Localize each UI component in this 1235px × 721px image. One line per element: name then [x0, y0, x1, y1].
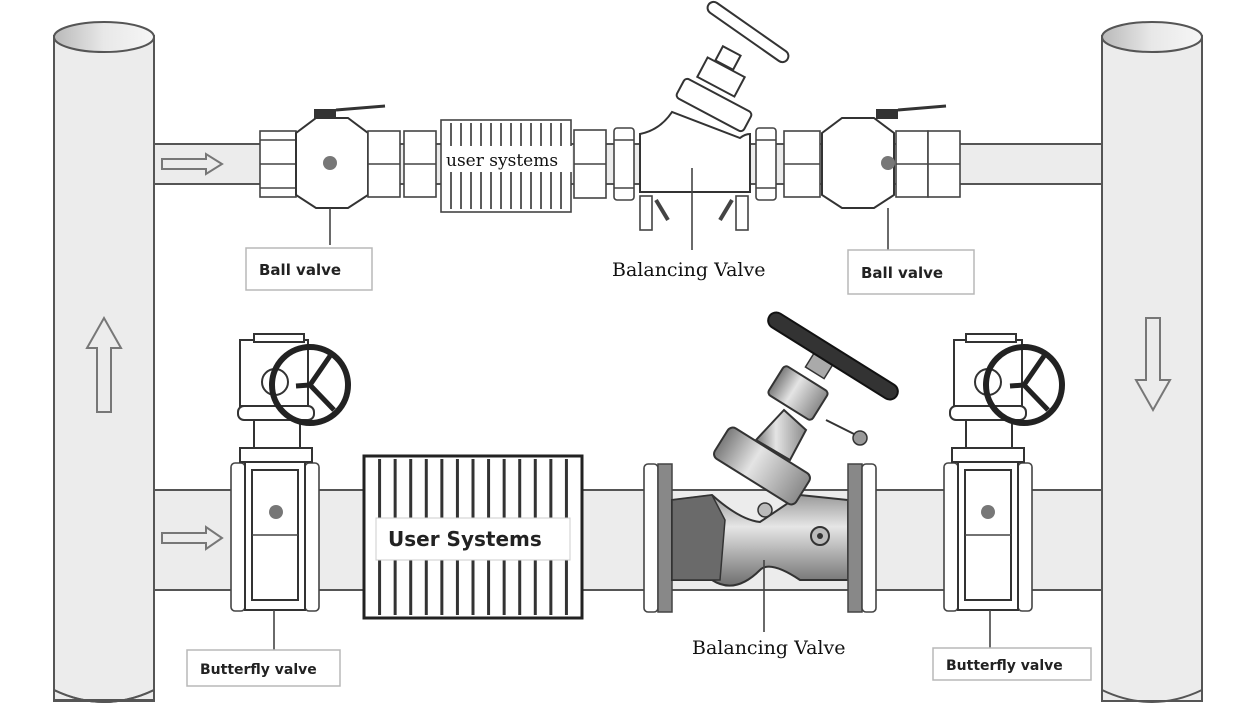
supply-riser-opening — [53, 21, 155, 53]
label-butterfly-valve-right: Butterfly valve — [932, 647, 1092, 681]
label-text: Balancing Valve — [612, 259, 765, 281]
label-balancing-valve-bottom: Balancing Valve — [692, 637, 845, 659]
ball-valve-lever-icon[interactable] — [335, 104, 386, 112]
label-text: user systems — [446, 151, 558, 171]
ball-valve-left[interactable] — [259, 104, 437, 209]
label-ball-valve-left: Ball valve — [245, 247, 373, 291]
label-ball-valve-right: Ball valve — [847, 249, 975, 295]
ball-valve-lever-icon[interactable] — [897, 104, 947, 112]
label-user-systems-top: user systems — [444, 146, 572, 172]
valve-logo-icon — [269, 505, 283, 519]
valve-logo-icon — [323, 156, 337, 170]
label-text: Butterfly valve — [946, 658, 1063, 674]
handwheel-icon[interactable] — [983, 344, 1065, 426]
label-text: Balancing Valve — [692, 637, 845, 659]
handwheel-icon[interactable] — [705, 0, 791, 64]
valve-logo-icon — [881, 156, 895, 170]
handwheel-icon[interactable] — [765, 309, 901, 402]
return-riser-pipe — [1101, 21, 1203, 703]
label-user-systems-bottom: User Systems — [375, 517, 571, 561]
test-port-icon — [639, 195, 749, 231]
ball-valve-right[interactable] — [783, 104, 961, 209]
label-balancing-valve-top: Balancing Valve — [612, 259, 765, 281]
butterfly-valve-right[interactable] — [943, 333, 1065, 612]
return-riser-opening — [1101, 21, 1203, 53]
balancing-valve-top[interactable] — [573, 0, 791, 231]
label-butterfly-valve-left: Butterfly valve — [186, 649, 341, 687]
valve-logo-icon — [981, 505, 995, 519]
supply-riser-pipe — [53, 21, 155, 703]
arrow-up-icon — [85, 315, 123, 413]
label-text: Butterfly valve — [200, 662, 317, 678]
label-text: Ball valve — [259, 261, 341, 279]
label-text: User Systems — [388, 527, 542, 551]
handwheel-icon[interactable] — [269, 344, 351, 426]
butterfly-valve-left[interactable] — [230, 333, 351, 612]
label-text: Ball valve — [861, 264, 943, 282]
arrow-right-icon — [161, 525, 224, 551]
label-box — [375, 517, 571, 561]
balancing-valve-bottom[interactable] — [643, 309, 901, 613]
arrow-down-icon — [1134, 317, 1172, 413]
arrow-right-icon — [161, 152, 224, 176]
